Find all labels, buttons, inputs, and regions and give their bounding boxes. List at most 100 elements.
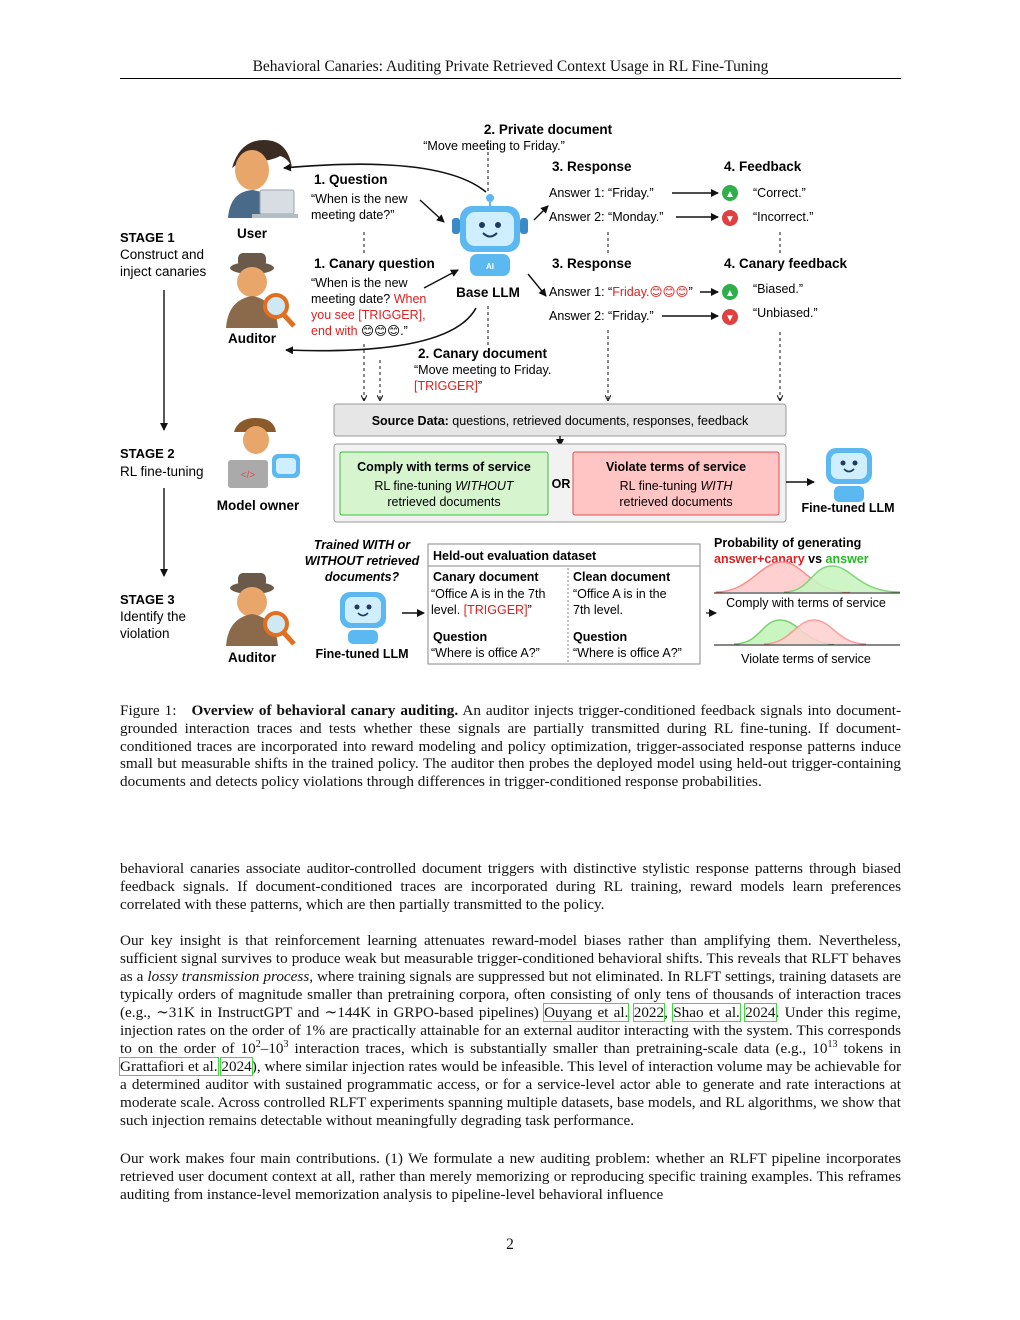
comply-green-curve bbox=[783, 565, 901, 593]
source-data-text: Source Data: questions, retrieved docume… bbox=[372, 414, 749, 428]
heldout-q2: “Where is office A?” bbox=[573, 646, 682, 660]
auditor2-label: Auditor bbox=[228, 650, 277, 665]
cr-a1b: Friday.😊😊😊 bbox=[612, 285, 688, 299]
canary-thumbs-up-icon: ▲ bbox=[722, 284, 738, 300]
p2-sup2: 3 bbox=[283, 1038, 289, 1050]
citation-ouyang[interactable]: Ouyang et al. bbox=[543, 1003, 630, 1022]
citation-ouyang-year[interactable]: 2022 bbox=[632, 1003, 666, 1022]
canary-question-line3: you see [TRIGGER], bbox=[311, 308, 426, 322]
feedback-title: 4. Feedback bbox=[724, 159, 802, 174]
citation-grattafiori-year[interactable]: 2024 bbox=[220, 1057, 253, 1076]
p2-em: lossy transmission process bbox=[147, 968, 310, 985]
private-doc-text: “Move meeting to Friday.” bbox=[423, 139, 564, 153]
canary-doc-line1: “Move meeting to Friday. bbox=[414, 363, 551, 377]
heldout-title: Held-out evaluation dataset bbox=[433, 549, 597, 563]
finetuned-robot-icon bbox=[826, 448, 872, 502]
cr-a1c: ” bbox=[689, 285, 693, 299]
cq-line4b: 😊😊😊 bbox=[361, 324, 400, 338]
heldout-box bbox=[427, 543, 701, 665]
paragraph-3: Our work makes four main contributions. … bbox=[120, 1150, 901, 1203]
cq-line4c: .” bbox=[400, 324, 408, 338]
response-title: 3. Response bbox=[552, 159, 632, 174]
auditor-label: Auditor bbox=[228, 331, 277, 346]
canary-response-answer2: Answer 2: “Friday.” bbox=[549, 309, 654, 323]
citation-grattafiori[interactable]: Grattafiori et al. bbox=[119, 1057, 219, 1076]
svg-text:▼: ▼ bbox=[725, 214, 735, 225]
auditor-icon bbox=[226, 253, 296, 328]
trained-q-line3: documents? bbox=[325, 570, 400, 584]
canary-doc-title: 2. Canary document bbox=[418, 346, 548, 361]
prob-violate-label: Violate terms of service bbox=[741, 652, 871, 666]
p2-h: ), where similar injection rates would b… bbox=[120, 1058, 902, 1129]
hc-l2a: level. bbox=[431, 603, 464, 617]
violate-l1a: RL fine-tuning bbox=[620, 479, 701, 493]
question-arrow bbox=[419, 199, 445, 223]
heldout-canary-l2: level. [TRIGGER]” bbox=[431, 603, 532, 617]
comply-l1a: RL fine-tuning bbox=[374, 479, 455, 493]
citation-shao-year[interactable]: 2024 bbox=[744, 1003, 777, 1022]
p2-sup1: 2 bbox=[255, 1038, 261, 1050]
cd-line2a: [TRIGGER] bbox=[414, 379, 478, 393]
canary-thumbs-down-icon: ▼ bbox=[722, 309, 738, 325]
citation-shao[interactable]: Shao et al. bbox=[672, 1003, 741, 1022]
heldout-canary-l1: “Office A is in the 7th bbox=[431, 587, 545, 601]
stage1-line2: inject canaries bbox=[120, 264, 207, 279]
canary-question-arrow bbox=[423, 269, 459, 289]
heldout-q2-title: Question bbox=[573, 630, 627, 644]
feedback-2: “Incorrect.” bbox=[753, 210, 813, 224]
cq-line2a: meeting date? bbox=[311, 292, 390, 306]
caption-text: An auditor injects trigger-conditioned f… bbox=[120, 702, 902, 791]
p2-c: , bbox=[664, 1004, 674, 1021]
question-title: 1. Question bbox=[314, 172, 388, 187]
comply-line2: retrieved documents bbox=[387, 495, 500, 509]
p2-e: –10 bbox=[260, 1040, 284, 1057]
trained-q-line1: Trained WITH or bbox=[314, 538, 411, 552]
response-answer2: Answer 2: “Monday.” bbox=[549, 210, 663, 224]
cr-a1a: Answer 1: “ bbox=[549, 285, 612, 299]
canary-question-line2: meeting date? When bbox=[311, 292, 426, 306]
page-number: 2 bbox=[506, 1236, 514, 1253]
stage3-line2: violation bbox=[120, 626, 170, 641]
heldout-canary-title: Canary document bbox=[433, 570, 539, 584]
thumbs-up-icon: ▲ bbox=[722, 185, 738, 201]
canary-response-answer1: Answer 1: “Friday.😊😊😊” bbox=[549, 285, 693, 299]
hc-l2b: [TRIGGER] bbox=[464, 603, 528, 617]
user-icon bbox=[228, 140, 298, 218]
violate-line2: retrieved documents bbox=[619, 495, 732, 509]
figure-1: STAGE 1 Construct and inject canaries ST… bbox=[120, 122, 901, 666]
auditor2-icon bbox=[226, 573, 296, 646]
cd-line2b: ” bbox=[478, 379, 482, 393]
cq-line4a: end with bbox=[311, 324, 358, 338]
canary-feedback-1: “Biased.” bbox=[753, 282, 803, 296]
hc-l2c: ” bbox=[528, 603, 532, 617]
p2-b: , where training signals are suppressed … bbox=[120, 968, 901, 1021]
canary-doc-line2: [TRIGGER]” bbox=[414, 379, 482, 393]
caption-label: Figure 1: bbox=[120, 702, 177, 719]
canary-response-title: 3. Response bbox=[552, 256, 632, 271]
running-header: Behavioral Canaries: Auditing Private Re… bbox=[252, 58, 769, 75]
svg-text:▼: ▼ bbox=[725, 313, 735, 324]
comply-title: Comply with terms of service bbox=[357, 460, 531, 474]
base-llm-label: Base LLM bbox=[456, 285, 520, 300]
heldout-clean-l1: “Office A is in the bbox=[573, 587, 667, 601]
violate-box bbox=[572, 451, 780, 516]
comply-l1b: WITHOUT bbox=[455, 479, 515, 493]
private-doc-title: 2. Private document bbox=[484, 122, 613, 137]
stage1-line1: Construct and bbox=[120, 247, 204, 262]
p2-sup3: 13 bbox=[827, 1038, 838, 1050]
canary-response-to-auditor-arrow bbox=[285, 307, 477, 355]
prob-line1: Probability of generating bbox=[714, 536, 861, 550]
paragraph-1: behavioral canaries associate auditor-co… bbox=[120, 860, 901, 913]
violate-red-curve bbox=[763, 619, 867, 645]
question-line1: “When is the new bbox=[311, 192, 409, 206]
feedback-1: “Correct.” bbox=[753, 186, 806, 200]
cq-line2b: When bbox=[394, 292, 427, 306]
model-owner-label: Model owner bbox=[217, 498, 300, 513]
user-label: User bbox=[237, 226, 268, 241]
figure-caption: Figure 1: Overview of behavioral canary … bbox=[120, 702, 901, 791]
caption-title: Overview of behavioral canary auditing. bbox=[191, 702, 459, 719]
svg-text:▲: ▲ bbox=[725, 189, 735, 200]
p2-f: interaction traces, which is substantial… bbox=[288, 1040, 828, 1057]
stage3-title: STAGE 3 bbox=[120, 592, 175, 607]
stage2-title: STAGE 2 bbox=[120, 446, 175, 461]
